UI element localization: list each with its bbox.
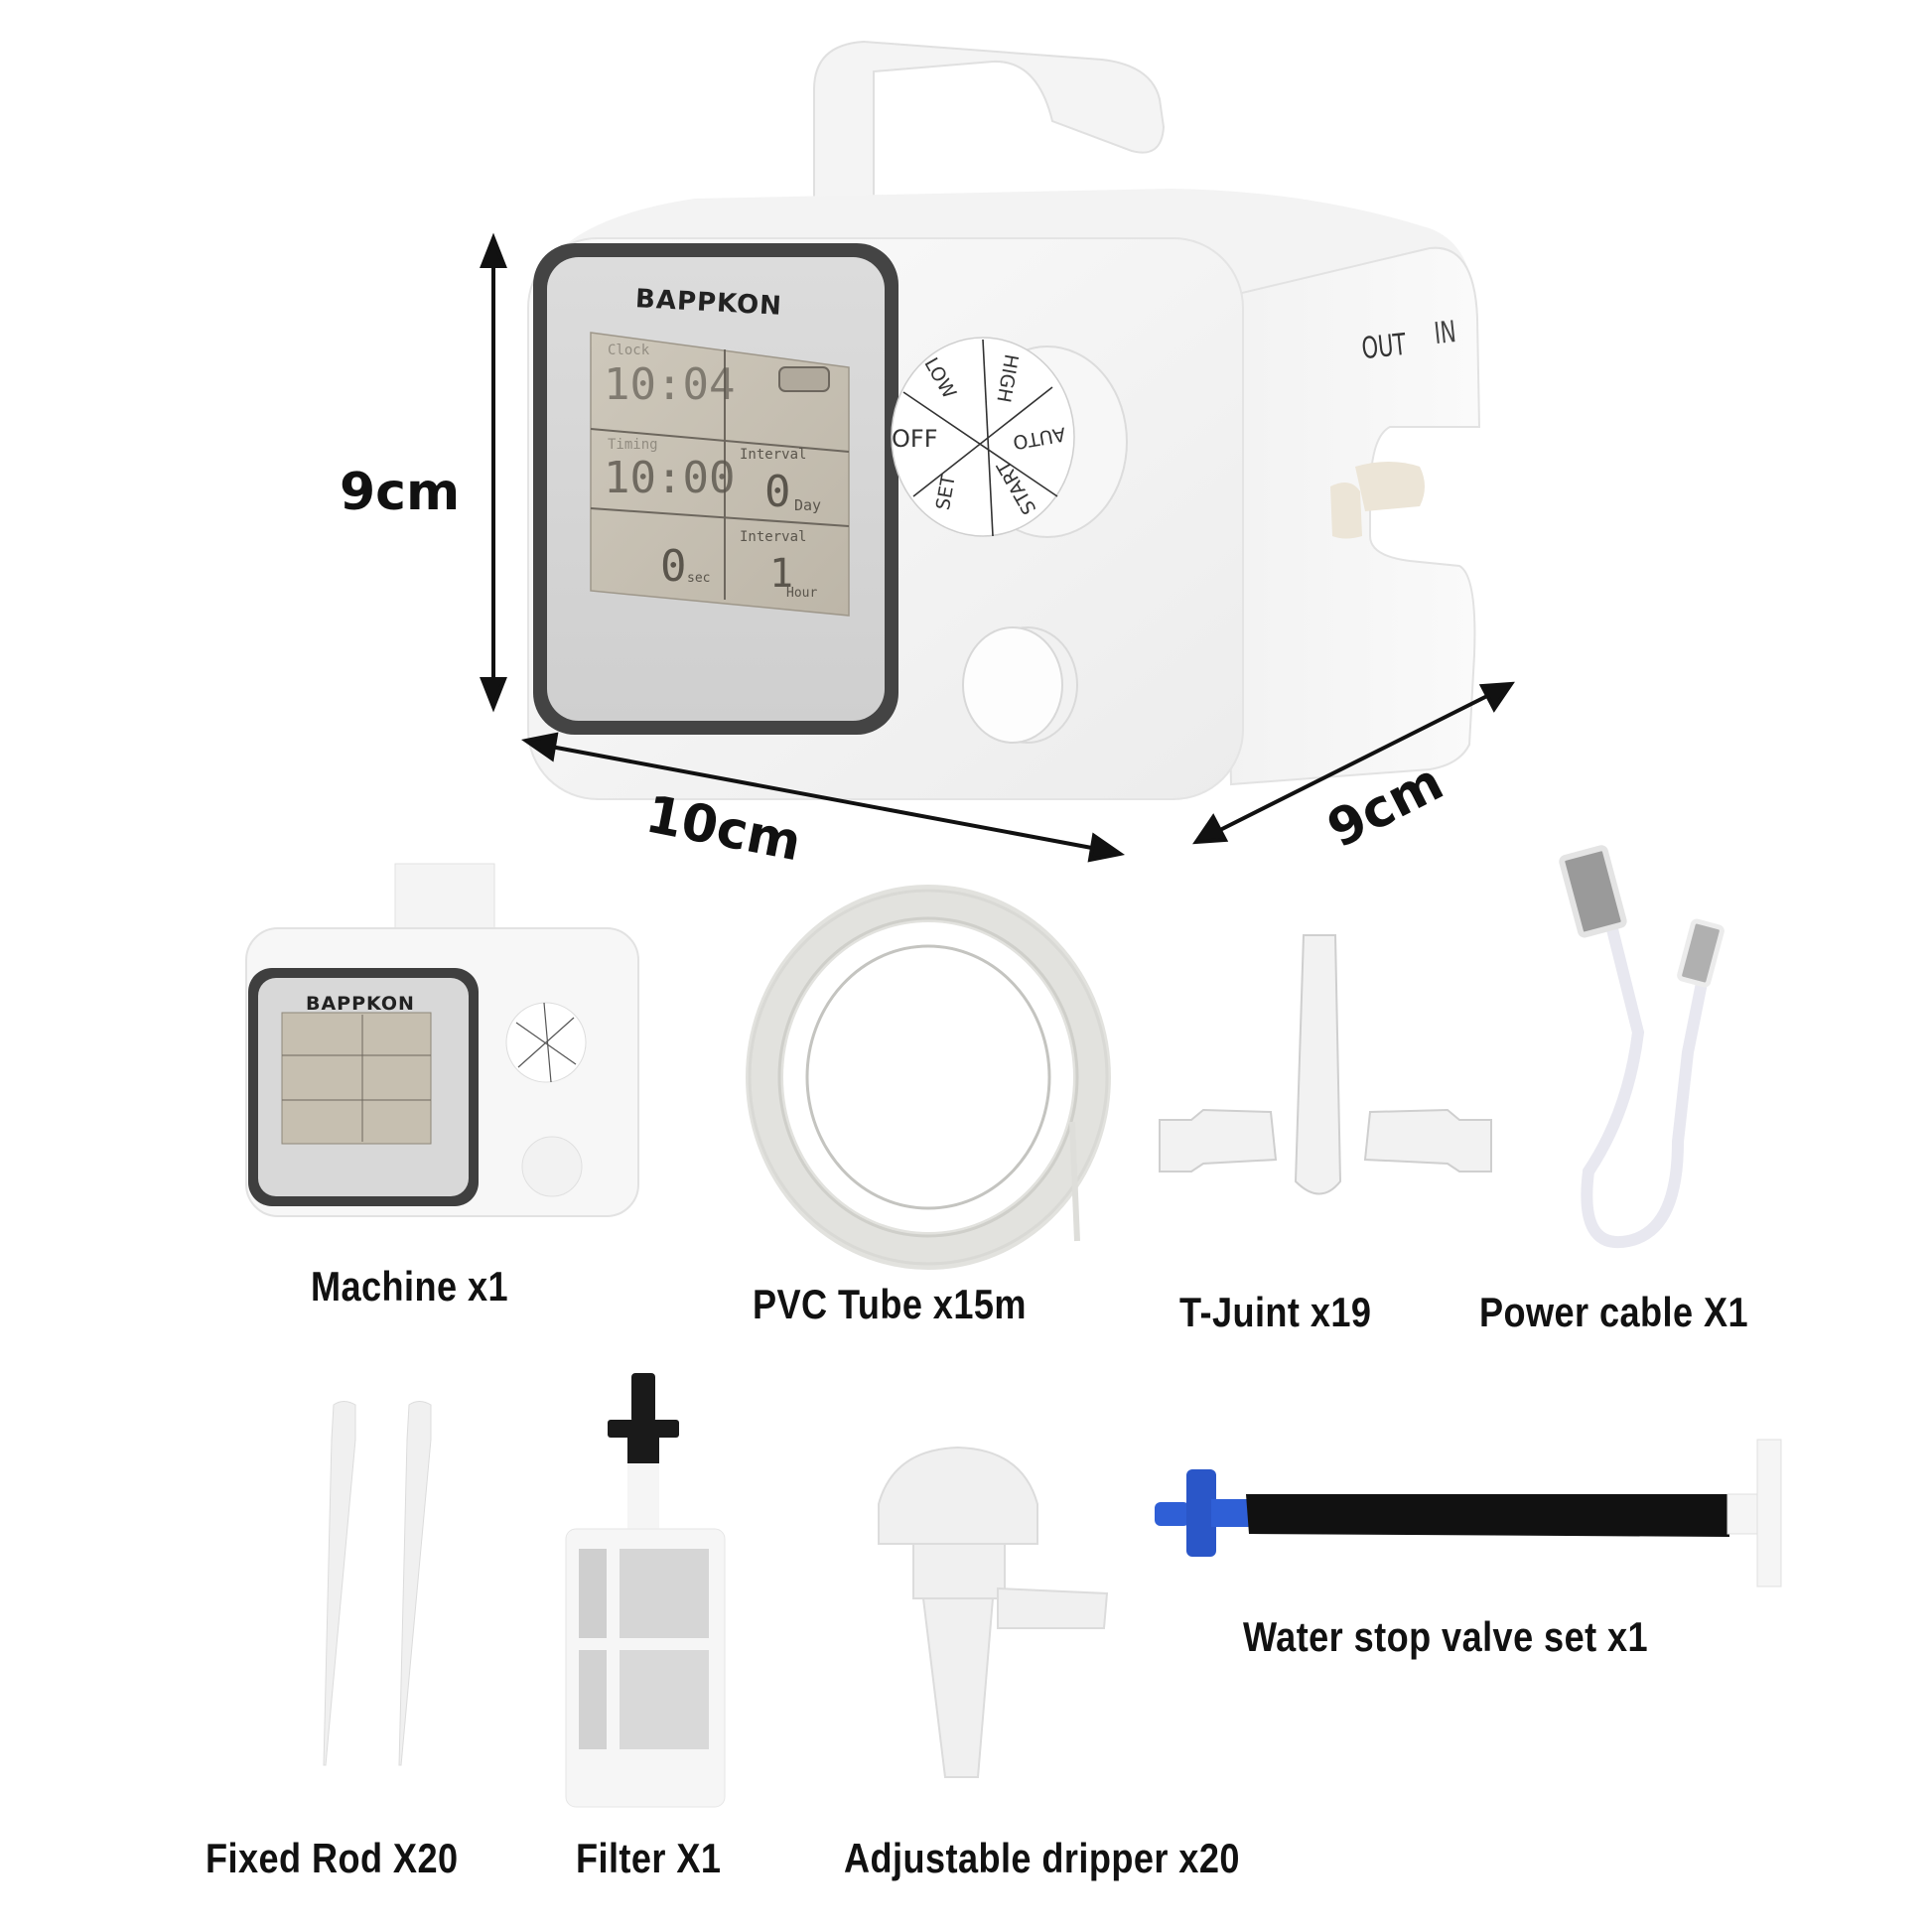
lcd-timing-value: 10:00 bbox=[604, 453, 736, 503]
item-label-machine: Machine x1 bbox=[311, 1263, 509, 1310]
item-label-dripper: Adjustable dripper x20 bbox=[844, 1835, 1240, 1881]
lcd-interval-value-2: 1 bbox=[769, 551, 794, 597]
item-label-water-stop-valve: Water stop valve set x1 bbox=[1243, 1613, 1649, 1660]
lcd-interval-label-1: Interval bbox=[740, 447, 807, 463]
adjust-knob[interactable] bbox=[962, 626, 1063, 744]
item-label-power-cable: Power cable X1 bbox=[1479, 1289, 1749, 1335]
fixed-rod-icon bbox=[323, 1401, 432, 1766]
lcd-interval-unit-1: Day bbox=[794, 496, 822, 514]
small-machine-brand: BAPPKON bbox=[306, 993, 415, 1015]
lcd-timing-label: Timing bbox=[608, 437, 658, 453]
lcd-interval-unit-2: Hour bbox=[786, 586, 818, 601]
lcd-interval-value-1: 0 bbox=[764, 467, 791, 517]
lcd-duration-value: 0 bbox=[660, 541, 687, 592]
lcd-interval-label-2: Interval bbox=[740, 529, 807, 545]
pvc-tube-icon bbox=[746, 885, 1111, 1270]
item-label-pvc-tube: PVC Tube x15m bbox=[753, 1281, 1027, 1327]
mode-dial[interactable] bbox=[891, 337, 1075, 537]
lcd-clock-value: 10:04 bbox=[604, 359, 736, 410]
lcd-duration-unit: sec bbox=[687, 571, 711, 586]
adjustable-dripper-icon bbox=[878, 1446, 1109, 1778]
filter-icon bbox=[565, 1373, 726, 1808]
battery-icon bbox=[778, 366, 830, 392]
dimension-height-label: 9cm bbox=[340, 463, 461, 522]
item-label-fixed-rod: Fixed Rod X20 bbox=[206, 1835, 459, 1881]
t-joint-icon bbox=[1159, 934, 1492, 1195]
item-label-t-joint: T-Juint x19 bbox=[1179, 1289, 1372, 1335]
power-cable-icon bbox=[1559, 845, 1725, 1249]
dial-label-off: OFF bbox=[892, 425, 938, 453]
small-machine-icon bbox=[245, 863, 639, 1217]
water-stop-valve-icon bbox=[1155, 1439, 1782, 1587]
lcd-clock-label: Clock bbox=[608, 343, 650, 358]
item-label-filter: Filter X1 bbox=[576, 1835, 722, 1881]
